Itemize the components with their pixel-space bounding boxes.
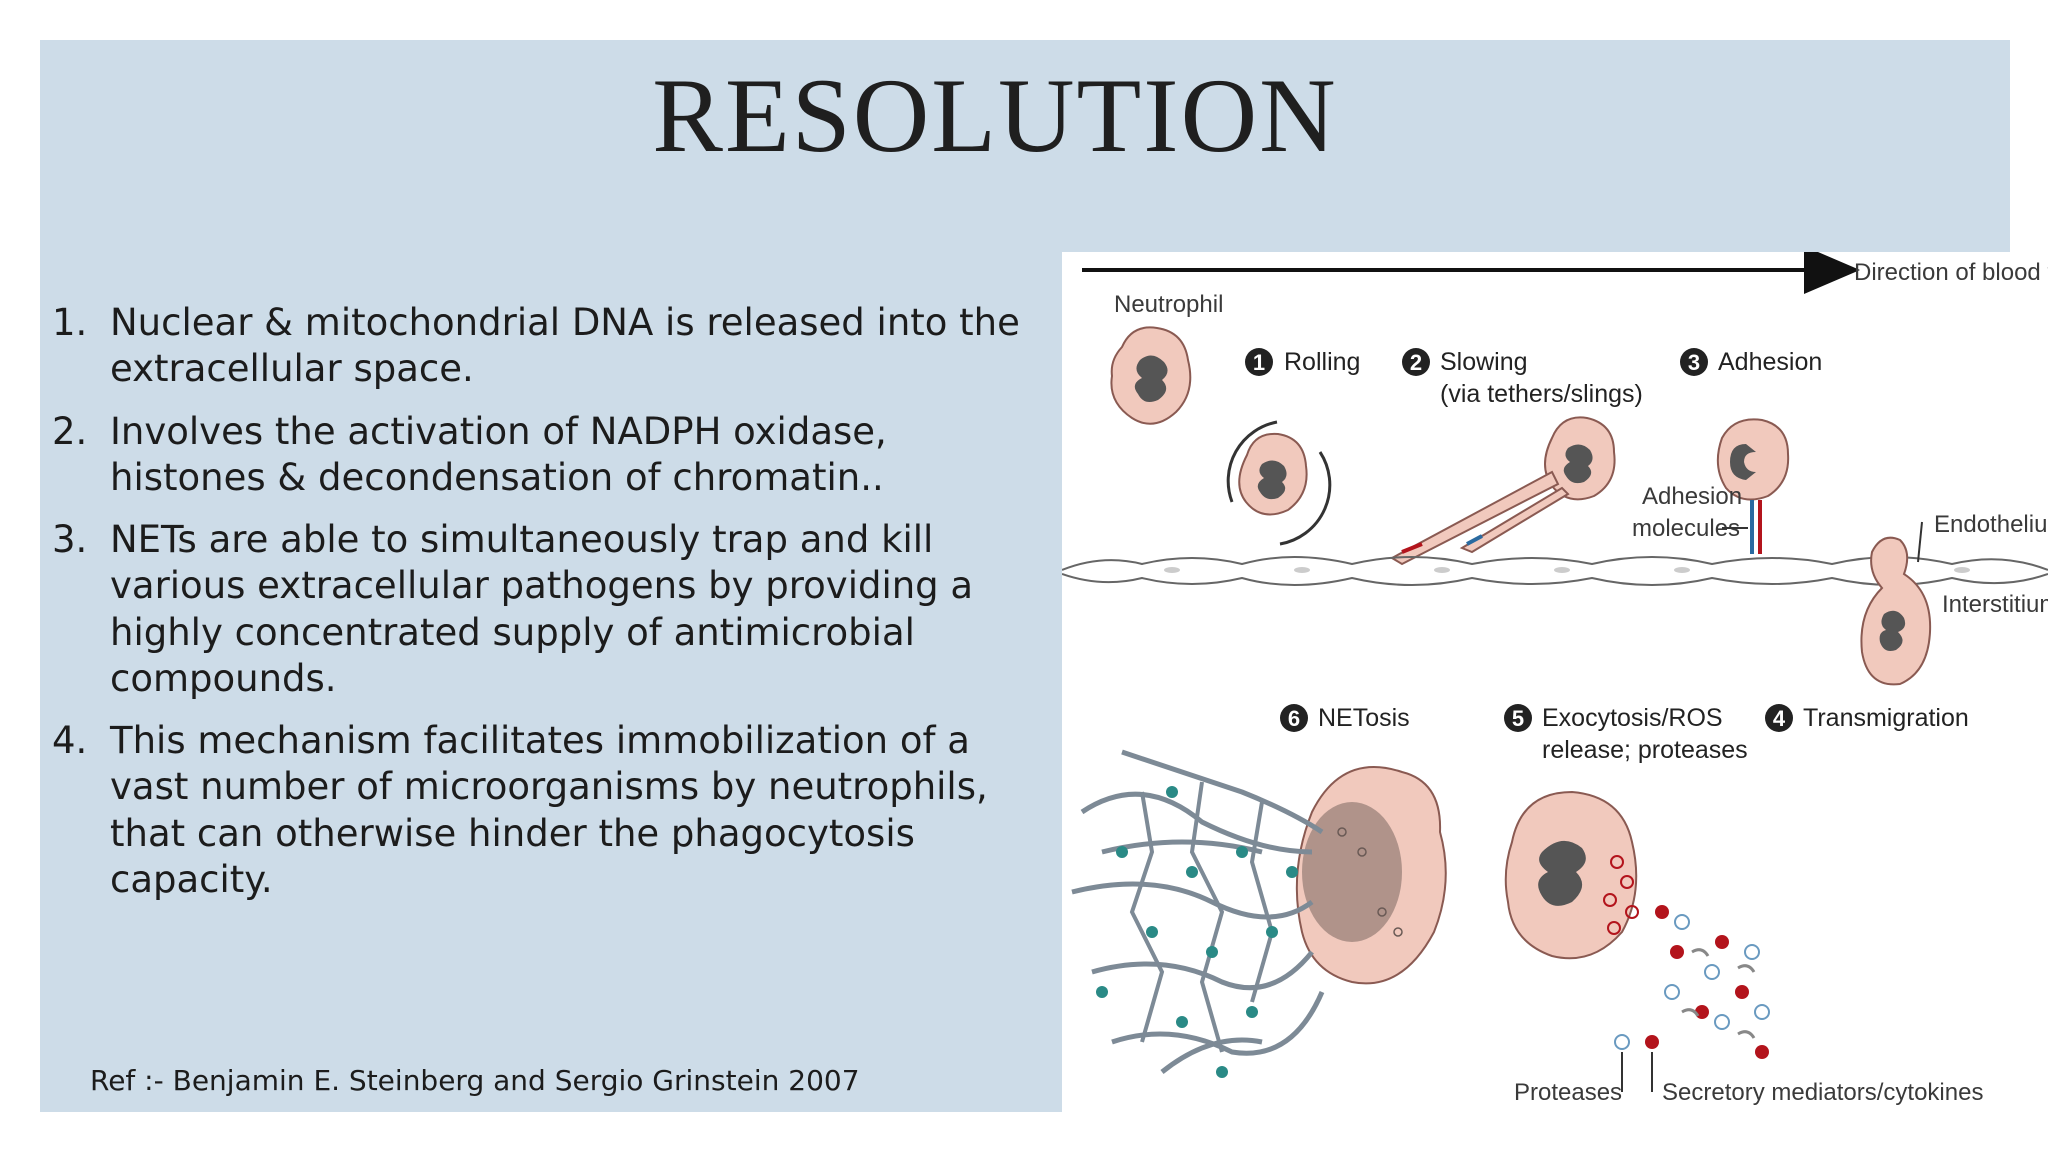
step-6-badge [1280, 704, 1308, 732]
exocytosis-cell [1504, 790, 1770, 1059]
slide-title: RESOLUTION [652, 57, 1338, 174]
step-5-sublabel: release; proteases [1542, 736, 1748, 764]
adhesion-cell [1716, 418, 1790, 554]
svg-text:2: 2 [1410, 350, 1422, 375]
step-1-badge [1245, 348, 1273, 376]
step-6-label: NETosis [1318, 704, 1410, 732]
svg-text:5: 5 [1512, 706, 1524, 731]
list-item-text: Involves the activation of NADPH oxidase… [110, 409, 887, 499]
list-item-number: 1. [52, 301, 88, 344]
step-5-label: Exocytosis/ROS [1542, 704, 1723, 732]
step-2-badge [1402, 348, 1430, 376]
step-5-badge [1504, 704, 1532, 732]
proteases-label: Proteases [1514, 1079, 1622, 1106]
rolling-cell [1226, 420, 1332, 546]
list-item: 2. Involves the activation of NADPH oxid… [52, 409, 1052, 502]
endothelium-label: Endothelium [1934, 511, 2048, 538]
list-item-number: 2. [52, 409, 88, 453]
bullet-list: 1. Nuclear & mitochondrial DNA is releas… [52, 300, 1052, 919]
list-item-text: Nuclear & mitochondrial DNA is released … [110, 301, 1020, 391]
list-item-number: 4. [52, 719, 88, 762]
list-item-text: This mechanism facilitates immobilizatio… [110, 719, 988, 901]
list-item-text: NETs are able to simultaneously trap and… [110, 518, 974, 700]
step-1-label: Rolling [1284, 348, 1360, 376]
svg-text:4: 4 [1773, 706, 1786, 731]
transmigrating-cell [1860, 536, 1932, 686]
step-2-label: Slowing [1440, 348, 1528, 376]
adhesion-molecules-label-1: Adhesion [1642, 483, 1742, 510]
slowing-cell [1389, 416, 1616, 566]
neutrophil-recruitment-figure: Direction of blood flow Neutrophil 1 Rol… [1062, 252, 2048, 1112]
secretory-mediators-label: Secretory mediators/cytokines [1662, 1079, 1983, 1106]
netosis-cell [1071, 749, 1447, 1078]
svg-text:1: 1 [1253, 350, 1265, 375]
step-3-label: Adhesion [1718, 348, 1822, 376]
step-4-label: Transmigration [1803, 704, 1969, 732]
figure-illustration: Direction of blood flow Neutrophil 1 Rol… [1062, 252, 2048, 1106]
list-item: 3. NETs are able to simultaneously trap … [52, 517, 1052, 702]
reference-citation: Ref :- Benjamin E. Steinberg and Sergio … [90, 1064, 860, 1097]
interstitium-label: Interstitium [1942, 591, 2048, 618]
svg-text:3: 3 [1688, 350, 1700, 375]
neutrophil-label: Neutrophil [1114, 291, 1223, 318]
step-2-sublabel: (via tethers/slings) [1440, 380, 1643, 408]
neutrophil-cell [1110, 326, 1192, 425]
step-3-badge [1680, 348, 1708, 376]
list-item-number: 3. [52, 518, 88, 561]
list-item: 1. Nuclear & mitochondrial DNA is releas… [52, 300, 1052, 393]
step-4-badge [1765, 704, 1793, 732]
list-item: 4. This mechanism facilitates immobiliza… [52, 718, 1052, 903]
svg-text:6: 6 [1288, 706, 1300, 731]
blood-flow-label: Direction of blood flow [1854, 259, 2048, 286]
